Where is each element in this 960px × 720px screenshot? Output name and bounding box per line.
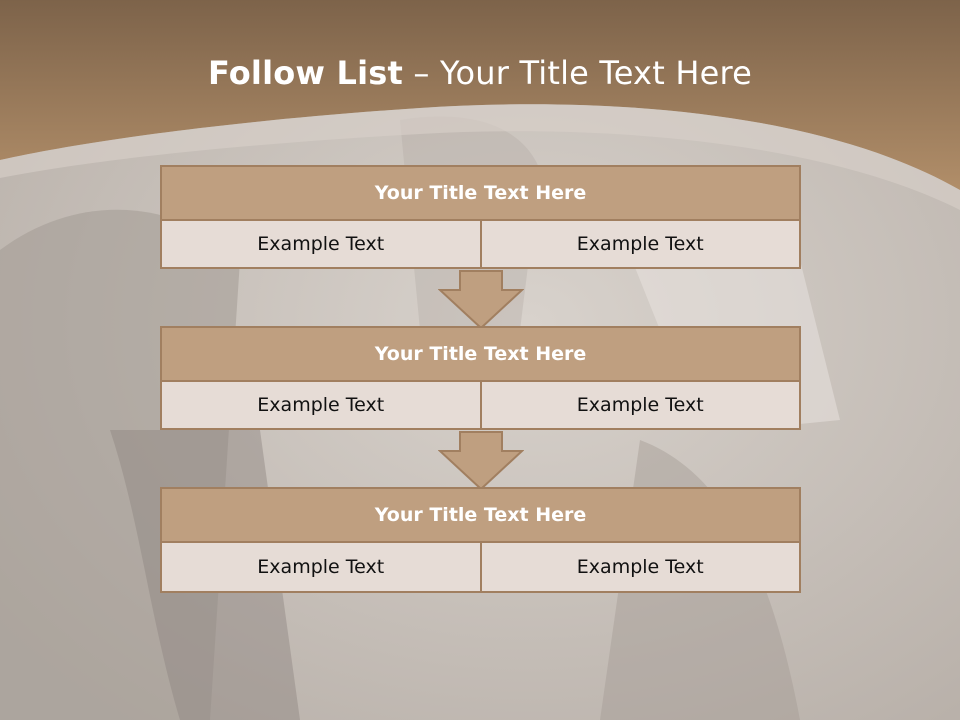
down-arrow-icon <box>438 431 524 491</box>
step-title: Your Title Text Here <box>160 487 801 543</box>
step-row: Example Text Example Text <box>160 543 801 593</box>
step-right-text: Example Text <box>481 382 801 430</box>
step-row: Example Text Example Text <box>160 221 801 269</box>
step-left-text: Example Text <box>160 543 482 593</box>
step-row: Example Text Example Text <box>160 382 801 430</box>
step-title: Your Title Text Here <box>160 165 801 221</box>
title-strong: Follow List <box>207 54 404 92</box>
title-rest: – Your Title Text Here <box>403 54 753 92</box>
step-right-text: Example Text <box>481 543 801 593</box>
down-arrow-icon <box>438 270 524 330</box>
step-box-2: Your Title Text Here Example Text Exampl… <box>160 326 801 430</box>
step-title: Your Title Text Here <box>160 326 801 382</box>
slide-title: Follow List – Your Title Text Here <box>0 54 960 92</box>
step-box-3: Your Title Text Here Example Text Exampl… <box>160 487 801 593</box>
step-left-text: Example Text <box>160 221 482 269</box>
step-right-text: Example Text <box>481 221 801 269</box>
step-box-1: Your Title Text Here Example Text Exampl… <box>160 165 801 269</box>
step-left-text: Example Text <box>160 382 482 430</box>
